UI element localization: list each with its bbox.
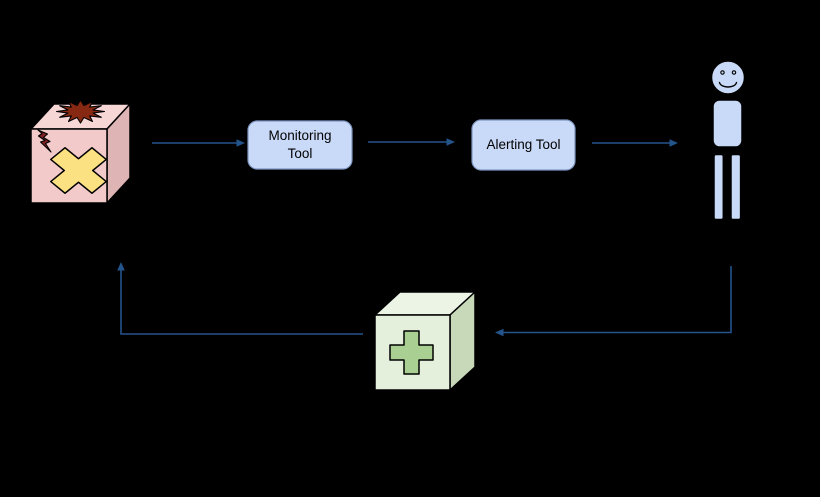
person-eye-left [720, 70, 725, 75]
arrow-person-to-fix [495, 266, 732, 337]
person-leg-left [713, 153, 725, 221]
x-mark-icon [49, 147, 108, 194]
arrowhead-icon [236, 139, 245, 147]
failing-system-cube [30, 99, 131, 204]
monitoring-tool-box [247, 120, 353, 170]
person-torso [712, 99, 743, 148]
alerting-tool-box [471, 119, 576, 171]
plus-icon [389, 330, 434, 375]
arrow-monitoring-to-alerting [368, 138, 455, 146]
explosion-icon [55, 99, 106, 124]
person-eye-right [731, 70, 737, 75]
arrowhead-icon [446, 138, 455, 146]
arrowhead-icon [495, 328, 504, 337]
arrow-alerting-to-person [592, 139, 678, 147]
person-leg-right [730, 153, 742, 221]
arrowhead-icon [669, 139, 678, 147]
alerting-tool-label: Alerting Tool [486, 136, 561, 152]
lightning-bolt-icon [37, 129, 52, 153]
monitoring-tool-label: Monitoring Tool [268, 127, 332, 161]
arrow-system-to-monitoring [152, 139, 245, 147]
arrow-line [120, 269, 363, 335]
person-smile [718, 81, 738, 88]
arrow-line [502, 266, 732, 334]
arrowhead-icon [117, 262, 125, 271]
person-figure [710, 60, 746, 221]
person-head [710, 60, 746, 95]
arrow-fix-to-system [117, 262, 363, 335]
fix-cube [374, 291, 476, 391]
